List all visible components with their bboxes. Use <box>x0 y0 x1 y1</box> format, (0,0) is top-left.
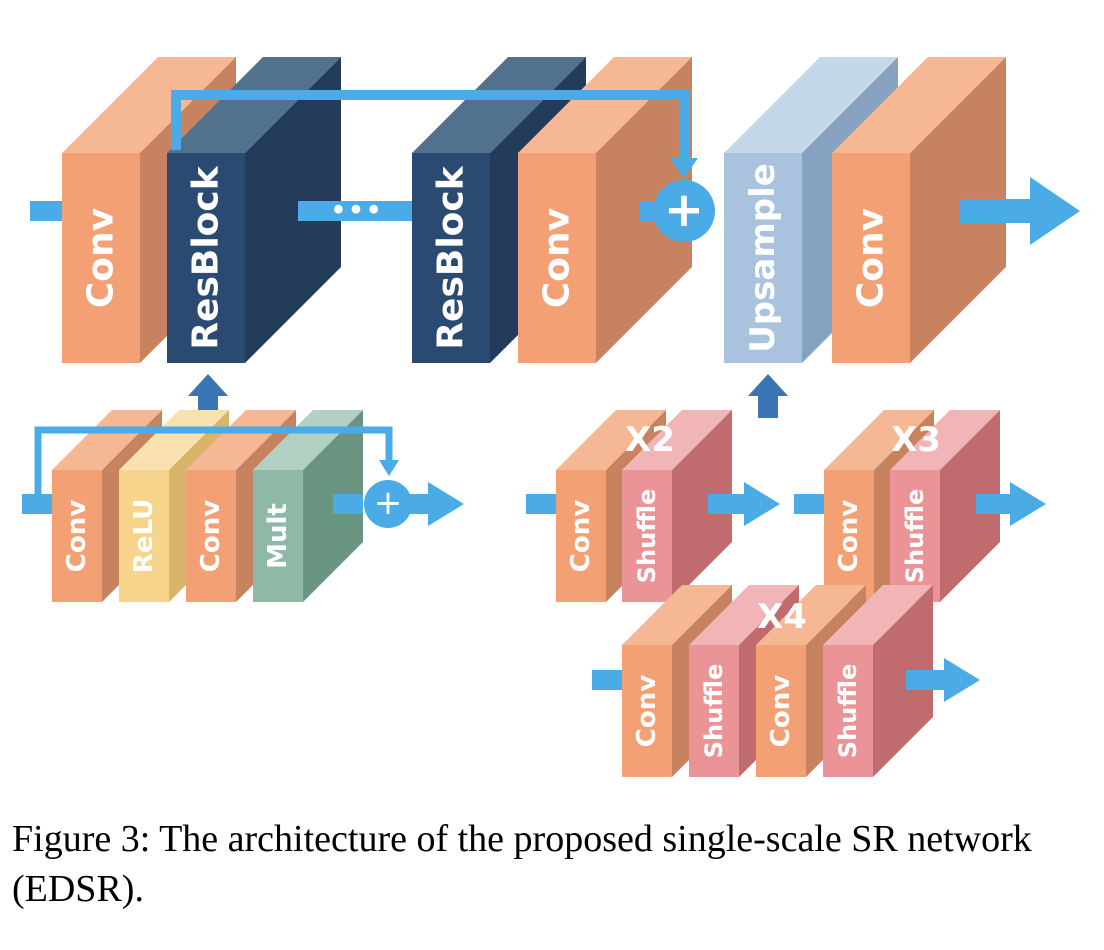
ellipsis-dots: ••• <box>329 194 382 229</box>
x4-shuffle2-block: Shuffle <box>823 585 933 777</box>
resblock-conv1-label: Conv <box>62 500 92 572</box>
x3-input-arrow <box>794 494 824 514</box>
x3-output-arrow <box>976 482 1046 526</box>
global-skip-connection <box>171 90 698 178</box>
output-arrow <box>960 177 1080 245</box>
resblock-detail-up-arrow <box>188 374 228 418</box>
x4-shuffle2-label: Shuffle <box>834 664 862 759</box>
ellipsis-connector <box>298 201 412 221</box>
main-conv3-block: Conv <box>832 57 1006 363</box>
main-add-icon <box>653 180 715 242</box>
main-conv2-label: Conv <box>537 208 578 308</box>
main-resblock1-block: ResBlock <box>167 57 341 363</box>
upsample-x2-detail: Conv Shuffle X2 <box>526 410 780 602</box>
main-resblock1-label: ResBlock <box>186 165 227 349</box>
upsample-detail-up-arrow <box>748 374 788 418</box>
upsample-x4-detail: Conv Shuffle Conv Shuffle X4 <box>592 585 980 777</box>
x2-shuffle-block: Shuffle <box>622 410 732 602</box>
resblock-mult-label: Mult <box>263 503 293 569</box>
x2-output-arrow <box>708 482 780 526</box>
main-conv1-label: Conv <box>81 208 122 308</box>
x3-scale-label: X3 <box>891 420 941 460</box>
resblock-add-connector <box>333 494 363 514</box>
main-add-symbol: + <box>664 182 704 238</box>
main-conv3-label: Conv <box>851 208 892 308</box>
x3-conv-label: Conv <box>834 500 864 572</box>
resblock-add-symbol: + <box>374 483 403 523</box>
x4-shuffle1-label: Shuffle <box>700 664 728 759</box>
main-resblock2-label: ResBlock <box>431 165 472 349</box>
resblock-detail: Conv ReLU Conv Mult + <box>22 410 464 602</box>
add-connector <box>640 201 654 221</box>
x2-conv-label: Conv <box>566 500 596 572</box>
upsample-x3-detail: Conv Shuffle X3 <box>794 410 1046 602</box>
x3-shuffle-block: Shuffle <box>890 410 1000 602</box>
resblock-conv2-label: Conv <box>196 500 226 572</box>
x2-input-arrow <box>526 494 556 514</box>
input-arrow <box>30 201 62 221</box>
resblock-add-icon <box>364 480 412 528</box>
resblock-relu-label: ReLU <box>129 499 159 573</box>
x4-output-arrow <box>906 658 980 702</box>
x4-conv1-label: Conv <box>632 675 662 747</box>
x2-scale-label: X2 <box>625 420 675 460</box>
x4-input-arrow <box>592 670 622 690</box>
x4-conv2-label: Conv <box>766 675 796 747</box>
resblock-output-arrow <box>410 482 464 526</box>
resblock-skip-connection <box>34 426 399 504</box>
x3-shuffle-label: Shuffle <box>901 489 929 584</box>
x2-shuffle-label: Shuffle <box>633 489 661 584</box>
figure-caption: Figure 3: The architecture of the propos… <box>12 818 1032 910</box>
x4-scale-label: X4 <box>757 597 807 637</box>
main-pipeline: Conv ResBlock ••• ResBlock Conv <box>30 57 1080 418</box>
main-upsample-label: Upsample <box>743 163 783 353</box>
edsr-architecture-diagram: Conv ResBlock ••• ResBlock Conv <box>22 57 1080 777</box>
